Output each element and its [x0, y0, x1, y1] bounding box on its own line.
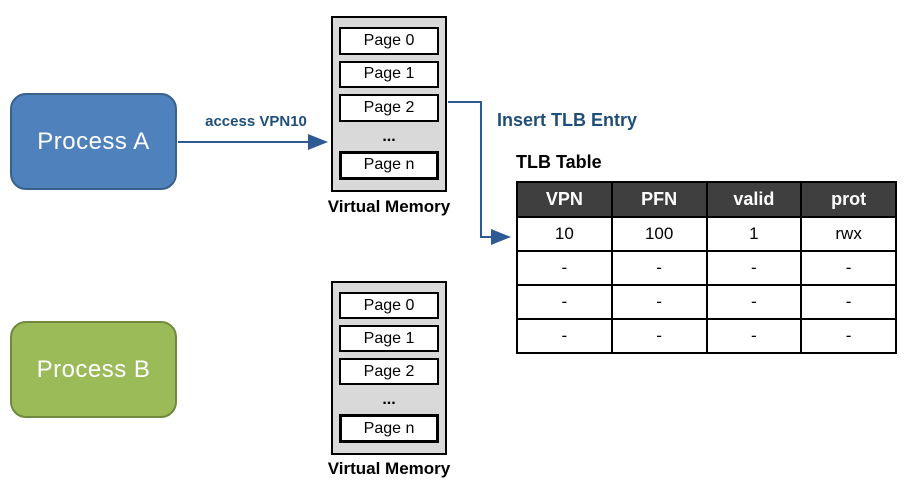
- process-a-box: Process A: [10, 93, 177, 190]
- access-vpn-label: access VPN10: [205, 113, 307, 130]
- vm2-ellipsis: ...: [382, 391, 396, 408]
- tlb-header-row: VPN PFN valid prot: [516, 181, 897, 218]
- tlb-header-prot: prot: [800, 181, 897, 218]
- tlb-row: - - - -: [516, 318, 897, 354]
- tlb-row: 10 100 1 rwx: [516, 216, 897, 252]
- tlb-cell: -: [516, 284, 613, 320]
- vm2-page-1: Page 1: [339, 325, 439, 352]
- vm1-page-n: Page n: [339, 150, 439, 180]
- tlb-row: - - - -: [516, 284, 897, 320]
- tlb-header-pfn: PFN: [610, 181, 708, 218]
- virtual-memory-2: Page 0 Page 1 Page 2 ... Page n: [331, 281, 447, 455]
- tlb-cell: -: [800, 250, 897, 286]
- tlb-cell: -: [610, 250, 708, 286]
- tlb-table: VPN PFN valid prot 10 100 1 rwx - - - - …: [516, 181, 897, 354]
- vm1-page-2: Page 2: [339, 94, 439, 122]
- vm2-page-0: Page 0: [339, 292, 439, 319]
- tlb-cell: 1: [705, 216, 803, 252]
- tlb-cell: -: [516, 250, 613, 286]
- tlb-cell: rwx: [800, 216, 897, 252]
- tlb-cell: -: [705, 250, 803, 286]
- process-b-label: Process B: [36, 355, 151, 383]
- tlb-cell: -: [705, 318, 803, 354]
- virtual-memory-1: Page 0 Page 1 Page 2 ... Page n: [331, 16, 447, 192]
- vm1-ellipsis: ...: [382, 127, 396, 145]
- vm2-page-n: Page n: [339, 414, 439, 443]
- tlb-cell: -: [516, 318, 613, 354]
- process-a-label: Process A: [37, 127, 150, 155]
- vm2-page-2: Page 2: [339, 358, 439, 385]
- vm2-caption: Virtual Memory: [327, 459, 451, 478]
- tlb-cell: -: [705, 284, 803, 320]
- process-b-box: Process B: [10, 321, 177, 418]
- vm1-page-1: Page 1: [339, 60, 439, 88]
- tlb-header-valid: valid: [705, 181, 803, 218]
- tlb-cell: -: [800, 284, 897, 320]
- tlb-header-vpn: VPN: [516, 181, 613, 218]
- insert-tlb-entry-label: Insert TLB Entry: [497, 110, 638, 130]
- vm1-caption: Virtual Memory: [327, 197, 451, 216]
- tlb-cell: -: [800, 318, 897, 354]
- tlb-cell: -: [610, 284, 708, 320]
- tlb-row: - - - -: [516, 250, 897, 286]
- tlb-cell: -: [610, 318, 708, 354]
- tlb-cell: 100: [610, 216, 708, 252]
- tlb-table-title: TLB Table: [516, 152, 602, 172]
- tlb-cell: 10: [516, 216, 613, 252]
- vm1-page-0: Page 0: [339, 27, 439, 55]
